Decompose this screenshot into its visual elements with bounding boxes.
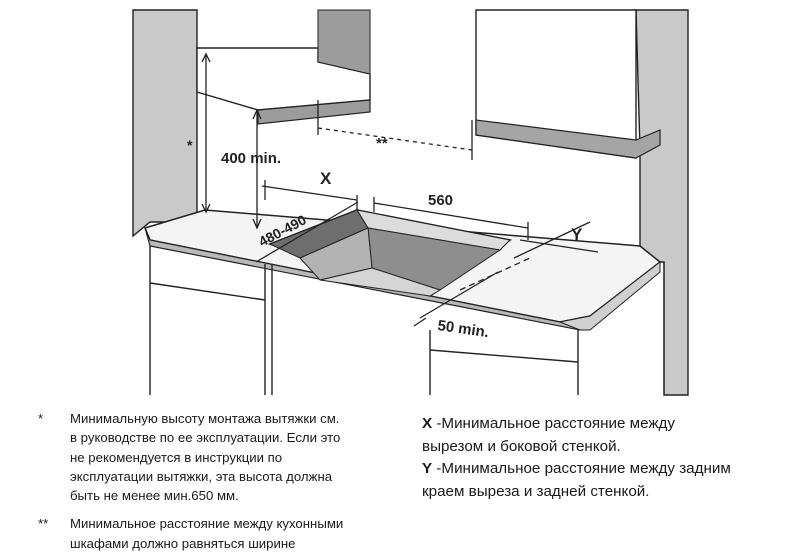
footnote-line: эксплуатации вытяжки, эта высота должна (70, 468, 333, 484)
star-mark: * (187, 137, 193, 153)
footnote-star: * Минимальную высоту монтажа вытяжки см.… (38, 409, 388, 505)
footnote-text: Минимальную высоту монтажа вытяжки см. в… (70, 409, 388, 505)
footnote-line: Минимальную высоту монтажа вытяжки см. (70, 411, 340, 426)
lower-cabinets (149, 246, 579, 395)
installation-diagram: * 400 min. ** X 560 Y 480-490 50 min. (132, 9, 689, 396)
footnotes-left: * Минимальную высоту монтажа вытяжки см.… (38, 409, 388, 553)
right-wall (635, 9, 689, 396)
height-dimension-label: 400 min. (221, 150, 281, 167)
footnote-line: шкафами должно равняться ширине (70, 535, 296, 551)
footnote-line: в руководстве по ее эксплуатации. Если э… (70, 430, 341, 446)
legend-key: X (422, 415, 433, 432)
legend-line: вырезом и боковой стенкой. (422, 437, 621, 455)
footnote-line: Минимальное расстояние между кухонными (70, 516, 344, 532)
footnote-double-star: ** Минимальное расстояние между кухонным… (38, 514, 388, 553)
x-label: X (320, 169, 332, 188)
left-wall (132, 9, 198, 238)
legend-key: Y (422, 460, 433, 477)
right-upper-cabinet (475, 9, 661, 159)
dimension-lines (201, 52, 599, 327)
cutout (267, 209, 512, 297)
legend-x: X -Минимальное расстояние между (422, 413, 792, 436)
legend-line: краем выреза и задней стенкой. (422, 482, 650, 500)
footnote-mark: * (38, 411, 44, 426)
footnote-mark: ** (38, 516, 49, 532)
legend-notes: X -Минимальное расстояние между вырезом … (422, 413, 792, 503)
footnote-line: быть не менее мин.650 мм. (70, 488, 239, 504)
y-label: Y (571, 225, 583, 244)
footnote-text: Минимальное расстояние между кухонными ш… (70, 514, 388, 553)
legend-line: -Минимальное расстояние между задним (432, 460, 731, 477)
edge-dimension-label: 50 min. (436, 317, 490, 341)
legend-line: -Минимальное расстояние между (432, 415, 675, 432)
double-star-mark: ** (376, 135, 388, 152)
left-upper-cabinet (196, 9, 371, 125)
legend-y: Y -Минимальное расстояние между задним (422, 458, 792, 481)
footnote-line: не рекомендуется в инструкции по (70, 449, 283, 465)
width-dimension-label: 560 (428, 192, 453, 209)
